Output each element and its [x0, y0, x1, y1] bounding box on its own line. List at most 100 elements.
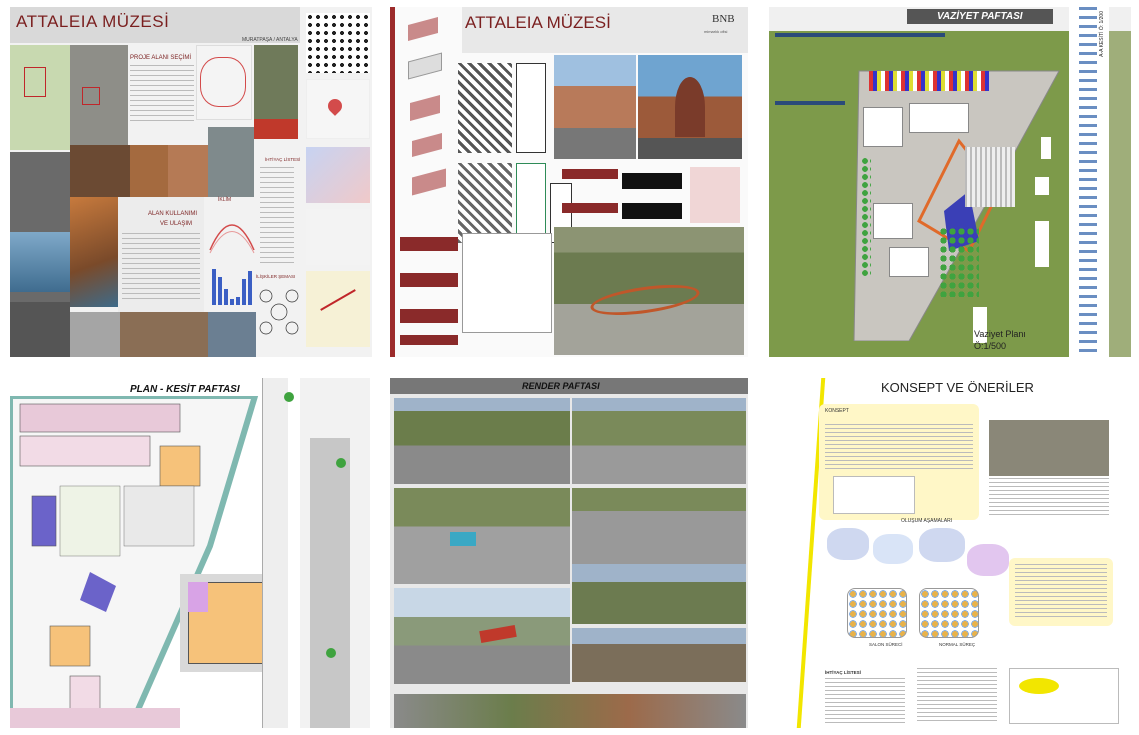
analysis-map-3: [306, 147, 370, 203]
section-label: A-A KESİTİ Ö: 1/200: [1099, 11, 1105, 57]
outbuilding-1: [1041, 137, 1051, 159]
render-aerial-1: [394, 398, 570, 484]
render-strip-bottom: [394, 694, 746, 728]
formation-stages-heading: OLUŞUM AŞAMALARI: [901, 518, 953, 524]
aerial-highlight: [82, 87, 100, 105]
text-panel: [10, 302, 70, 357]
map-highlight: [24, 67, 46, 97]
aerial-city-photo: [208, 127, 254, 197]
red-side-bar: [390, 7, 395, 357]
building-block-4: [889, 247, 929, 277]
sheet-title: PLAN - KESİT PAFTASI: [130, 384, 240, 395]
cave-photo: [70, 145, 130, 197]
site-aerial-photo: [989, 420, 1109, 476]
tree-icon: [326, 648, 336, 658]
text-block: [130, 65, 194, 125]
colored-market-stalls: [869, 71, 989, 91]
normal-process-diagram: [919, 588, 979, 638]
climate-chart-rainfall: [212, 269, 252, 305]
site-photo: [254, 45, 298, 120]
needs-list: [260, 167, 294, 267]
mass-stage-1: [408, 16, 438, 42]
tower-photo: [208, 312, 256, 357]
ruins-photo: [120, 312, 208, 357]
detail-axonometric: [690, 167, 740, 223]
stage-bubble-3: [919, 528, 965, 562]
climate-heading: İKLİM: [218, 197, 232, 203]
project-area-heading: PROJE ALANI SEÇİMİ: [130, 55, 192, 61]
tree-icon: [336, 458, 346, 468]
building-block-1: [863, 107, 903, 147]
sheet-title: VAZİYET PAFTASI: [907, 9, 1053, 24]
render-aerial-4: [572, 488, 746, 564]
render-aerial-3: [394, 488, 570, 584]
site-plan-2: [458, 163, 512, 243]
basement-plan: [516, 163, 546, 243]
annotation-note-2: [775, 101, 845, 105]
land-use-heading: ALAN KULLANIMI: [148, 211, 198, 217]
ground-floor-plan: [516, 63, 546, 153]
render-aerial-6: [572, 628, 746, 682]
stage-bubble-1: [827, 528, 869, 560]
sheet-title: KONSEPT VE ÖNERİLER: [881, 380, 1034, 395]
section-mass: [310, 438, 350, 728]
climate-chart-temperature: [209, 224, 255, 254]
mass-stage-4: [412, 132, 442, 158]
silhouette-1: [622, 173, 682, 189]
location-label: MURATPAŞA / ANTALYA: [242, 37, 298, 43]
module-text: [989, 478, 1109, 518]
figure-ground-map-1: [306, 13, 370, 73]
sheet-title: ATTALEIA MÜZESİ: [16, 12, 170, 31]
concept-text: [825, 424, 973, 472]
needs-list-heading: İHTİYAÇ LİSTESİ: [825, 670, 861, 675]
mass-stage-5: [412, 168, 446, 196]
street-map-route: [200, 57, 246, 107]
render-pool: [450, 532, 476, 546]
analysis-map-4: [306, 209, 370, 265]
section-drawing: [1079, 7, 1097, 357]
building-block-2: [909, 103, 969, 133]
ceramic-photo: [168, 145, 208, 197]
relations-heading: İLİŞKİLER ŞEMASI: [256, 274, 296, 279]
concept-heading: KONSEPT: [825, 408, 849, 414]
salon-process-diagram: [847, 588, 907, 638]
sheet-title: RENDER PAFTASI: [522, 381, 600, 391]
render-aerial: [554, 227, 744, 355]
notes-text: [1015, 564, 1107, 618]
site-plan-label: Vaziyet Planı: [974, 329, 1026, 339]
office-logo: BNB: [712, 13, 735, 25]
sheet-site-plan[interactable]: VAZİYET PAFTASI A-A KESİTİ Ö: 1/200 Vazi…: [769, 7, 1131, 357]
needs-list-heading: İHTİYAÇ LİSTESİ: [265, 157, 301, 162]
sheet-attaleia-design[interactable]: ATTALEIA MÜZESİ BNB mimarlık ofisi: [390, 7, 748, 357]
title-bar: [10, 7, 300, 43]
stage-bubble-4: [967, 544, 1009, 576]
outbuilding-4: [973, 307, 987, 343]
land-use-text: [122, 233, 200, 303]
needs-list-2: [917, 668, 997, 724]
mass-stage-3: [410, 94, 440, 122]
region-map: [10, 45, 70, 150]
render-aerial-2: [572, 398, 746, 484]
annotation-note-1: [775, 33, 945, 37]
building-block-3: [873, 203, 913, 239]
sketch-highlight: [1019, 678, 1059, 694]
concept-sketch: [833, 476, 915, 514]
lower-plan-strip: [10, 708, 180, 728]
arch-shape: [675, 77, 705, 137]
harbor-photo: [10, 232, 70, 292]
sheet-renders[interactable]: RENDER PAFTASI: [390, 378, 748, 728]
amphora-photo: [130, 145, 168, 197]
elevation-1: [400, 237, 458, 251]
site-plan-1: [458, 63, 512, 153]
street-photo: [70, 312, 120, 357]
upper-floor-core: [188, 582, 208, 612]
stage-bubble-2: [873, 534, 913, 564]
tree-row-1: [861, 157, 871, 277]
sheet-concept[interactable]: KONSEPT VE ÖNERİLER KONSEPT OLUŞUM AŞAMA…: [769, 378, 1131, 728]
section-elevation-2: [562, 203, 618, 213]
sheet-attaleia-museum[interactable]: ATTALEIA MÜZESİ MURATPAŞA / ANTALYA PROJ…: [10, 7, 372, 357]
old-town-photo: [70, 197, 118, 307]
sheet-plan-section[interactable]: PLAN - KESİT PAFTASI: [10, 378, 372, 728]
title-bar: [462, 7, 748, 53]
office-logo-sub: mimarlık ofisi: [704, 29, 728, 34]
